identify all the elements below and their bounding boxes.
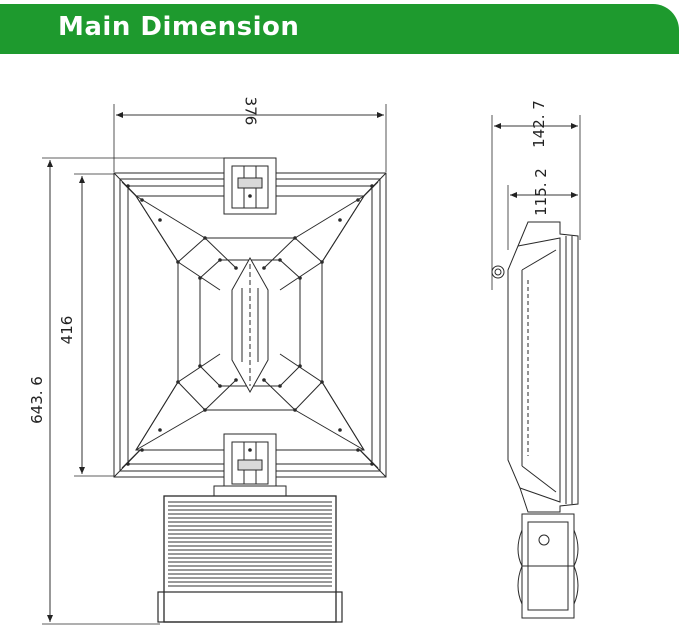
top-bracket [223, 157, 277, 215]
screw-dot [278, 384, 282, 388]
screw-dot [370, 462, 374, 466]
dimension-inner-height [74, 173, 118, 477]
screw-dot [278, 258, 282, 262]
screw-dot [320, 380, 324, 384]
dimension-total-height [42, 157, 225, 625]
screw-dot [338, 218, 342, 222]
screw-dot [248, 194, 252, 198]
screw-dot [262, 266, 266, 270]
screw-dot [356, 448, 360, 452]
screw-dot [140, 448, 144, 452]
dimension-side-body [507, 185, 578, 250]
screw-dot [140, 198, 144, 202]
label-side-depth: 142. 7 [530, 100, 548, 148]
screw-dot [203, 408, 207, 412]
front-view [42, 104, 387, 625]
side-ballast [517, 513, 579, 619]
screw-dot [356, 198, 360, 202]
label-inner-height: 416 [58, 316, 76, 345]
side-view [491, 115, 581, 619]
screw-dot [203, 236, 207, 240]
screw-dot [293, 236, 297, 240]
screw-dot [158, 428, 162, 432]
screw-dot [126, 462, 130, 466]
screw-dot [218, 258, 222, 262]
screw-dot [262, 378, 266, 382]
screw-dot [320, 260, 324, 264]
screw-dot [370, 184, 374, 188]
screw-dot [298, 364, 302, 368]
screw-dot [338, 428, 342, 432]
dimension-side-depth [491, 115, 581, 290]
bottom-bracket [213, 433, 287, 497]
screw-dot [158, 218, 162, 222]
label-side-body: 115. 2 [532, 168, 550, 216]
screw-dot [234, 266, 238, 270]
screw-dot [234, 378, 238, 382]
screw-dot [218, 384, 222, 388]
side-reflector [491, 221, 579, 513]
label-width: 376 [242, 97, 260, 126]
screw-dot [176, 260, 180, 264]
screw-dot [176, 380, 180, 384]
ballast-box [157, 495, 343, 623]
screw-dot [198, 276, 202, 280]
screw-dot [198, 364, 202, 368]
lamp-bulb [231, 256, 269, 394]
screw-dot [293, 408, 297, 412]
dimension-width [113, 104, 387, 172]
screw-dot [248, 448, 252, 452]
header-bar: Main Dimension [0, 4, 679, 54]
screw-points [126, 184, 374, 466]
label-total-height: 643. 6 [28, 376, 46, 424]
screw-dot [126, 184, 130, 188]
screw-dot [298, 276, 302, 280]
page-title: Main Dimension [58, 12, 300, 42]
